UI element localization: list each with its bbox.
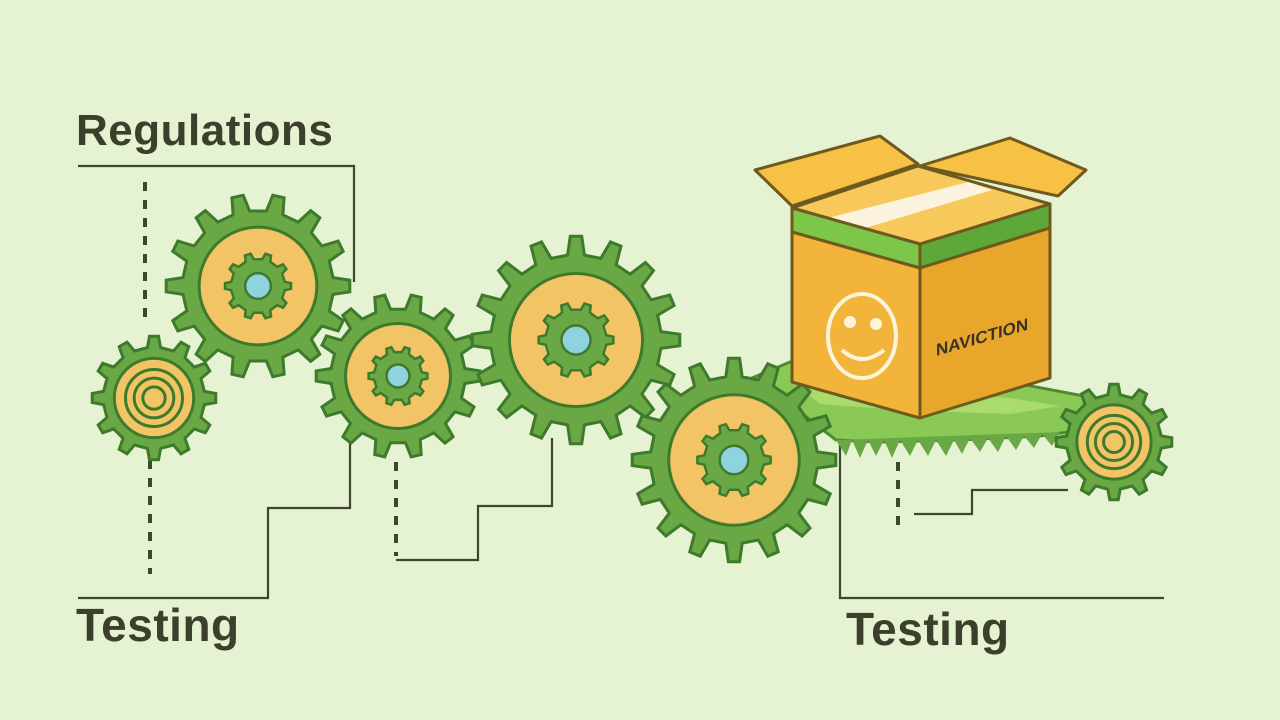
gear-layer [90, 193, 1174, 564]
box-flap-left [753, 134, 920, 208]
grass-blades [836, 432, 1060, 458]
box-flap-right [918, 136, 1088, 198]
open-box-icon [753, 134, 1088, 420]
testing-label-left: Testing [76, 599, 240, 651]
box-tape [828, 182, 992, 232]
regulations-label: Regulations [76, 106, 334, 155]
right-step-line [914, 488, 1068, 516]
gear-icon [90, 334, 218, 462]
smiley-badge-icon [826, 292, 898, 380]
gear-icon [630, 356, 838, 564]
gear-icon [314, 293, 482, 459]
gear-icon [1054, 382, 1174, 502]
gear-icon [470, 234, 682, 446]
box-side [918, 226, 1052, 420]
connector-lines [78, 164, 1164, 600]
gear-icon [164, 193, 352, 379]
regulations-bracket [78, 164, 356, 282]
left-step-line [78, 440, 352, 600]
testing-label-right: Testing [846, 603, 1010, 655]
right-bracket-line [838, 440, 1164, 600]
mid-step-line [396, 438, 554, 562]
